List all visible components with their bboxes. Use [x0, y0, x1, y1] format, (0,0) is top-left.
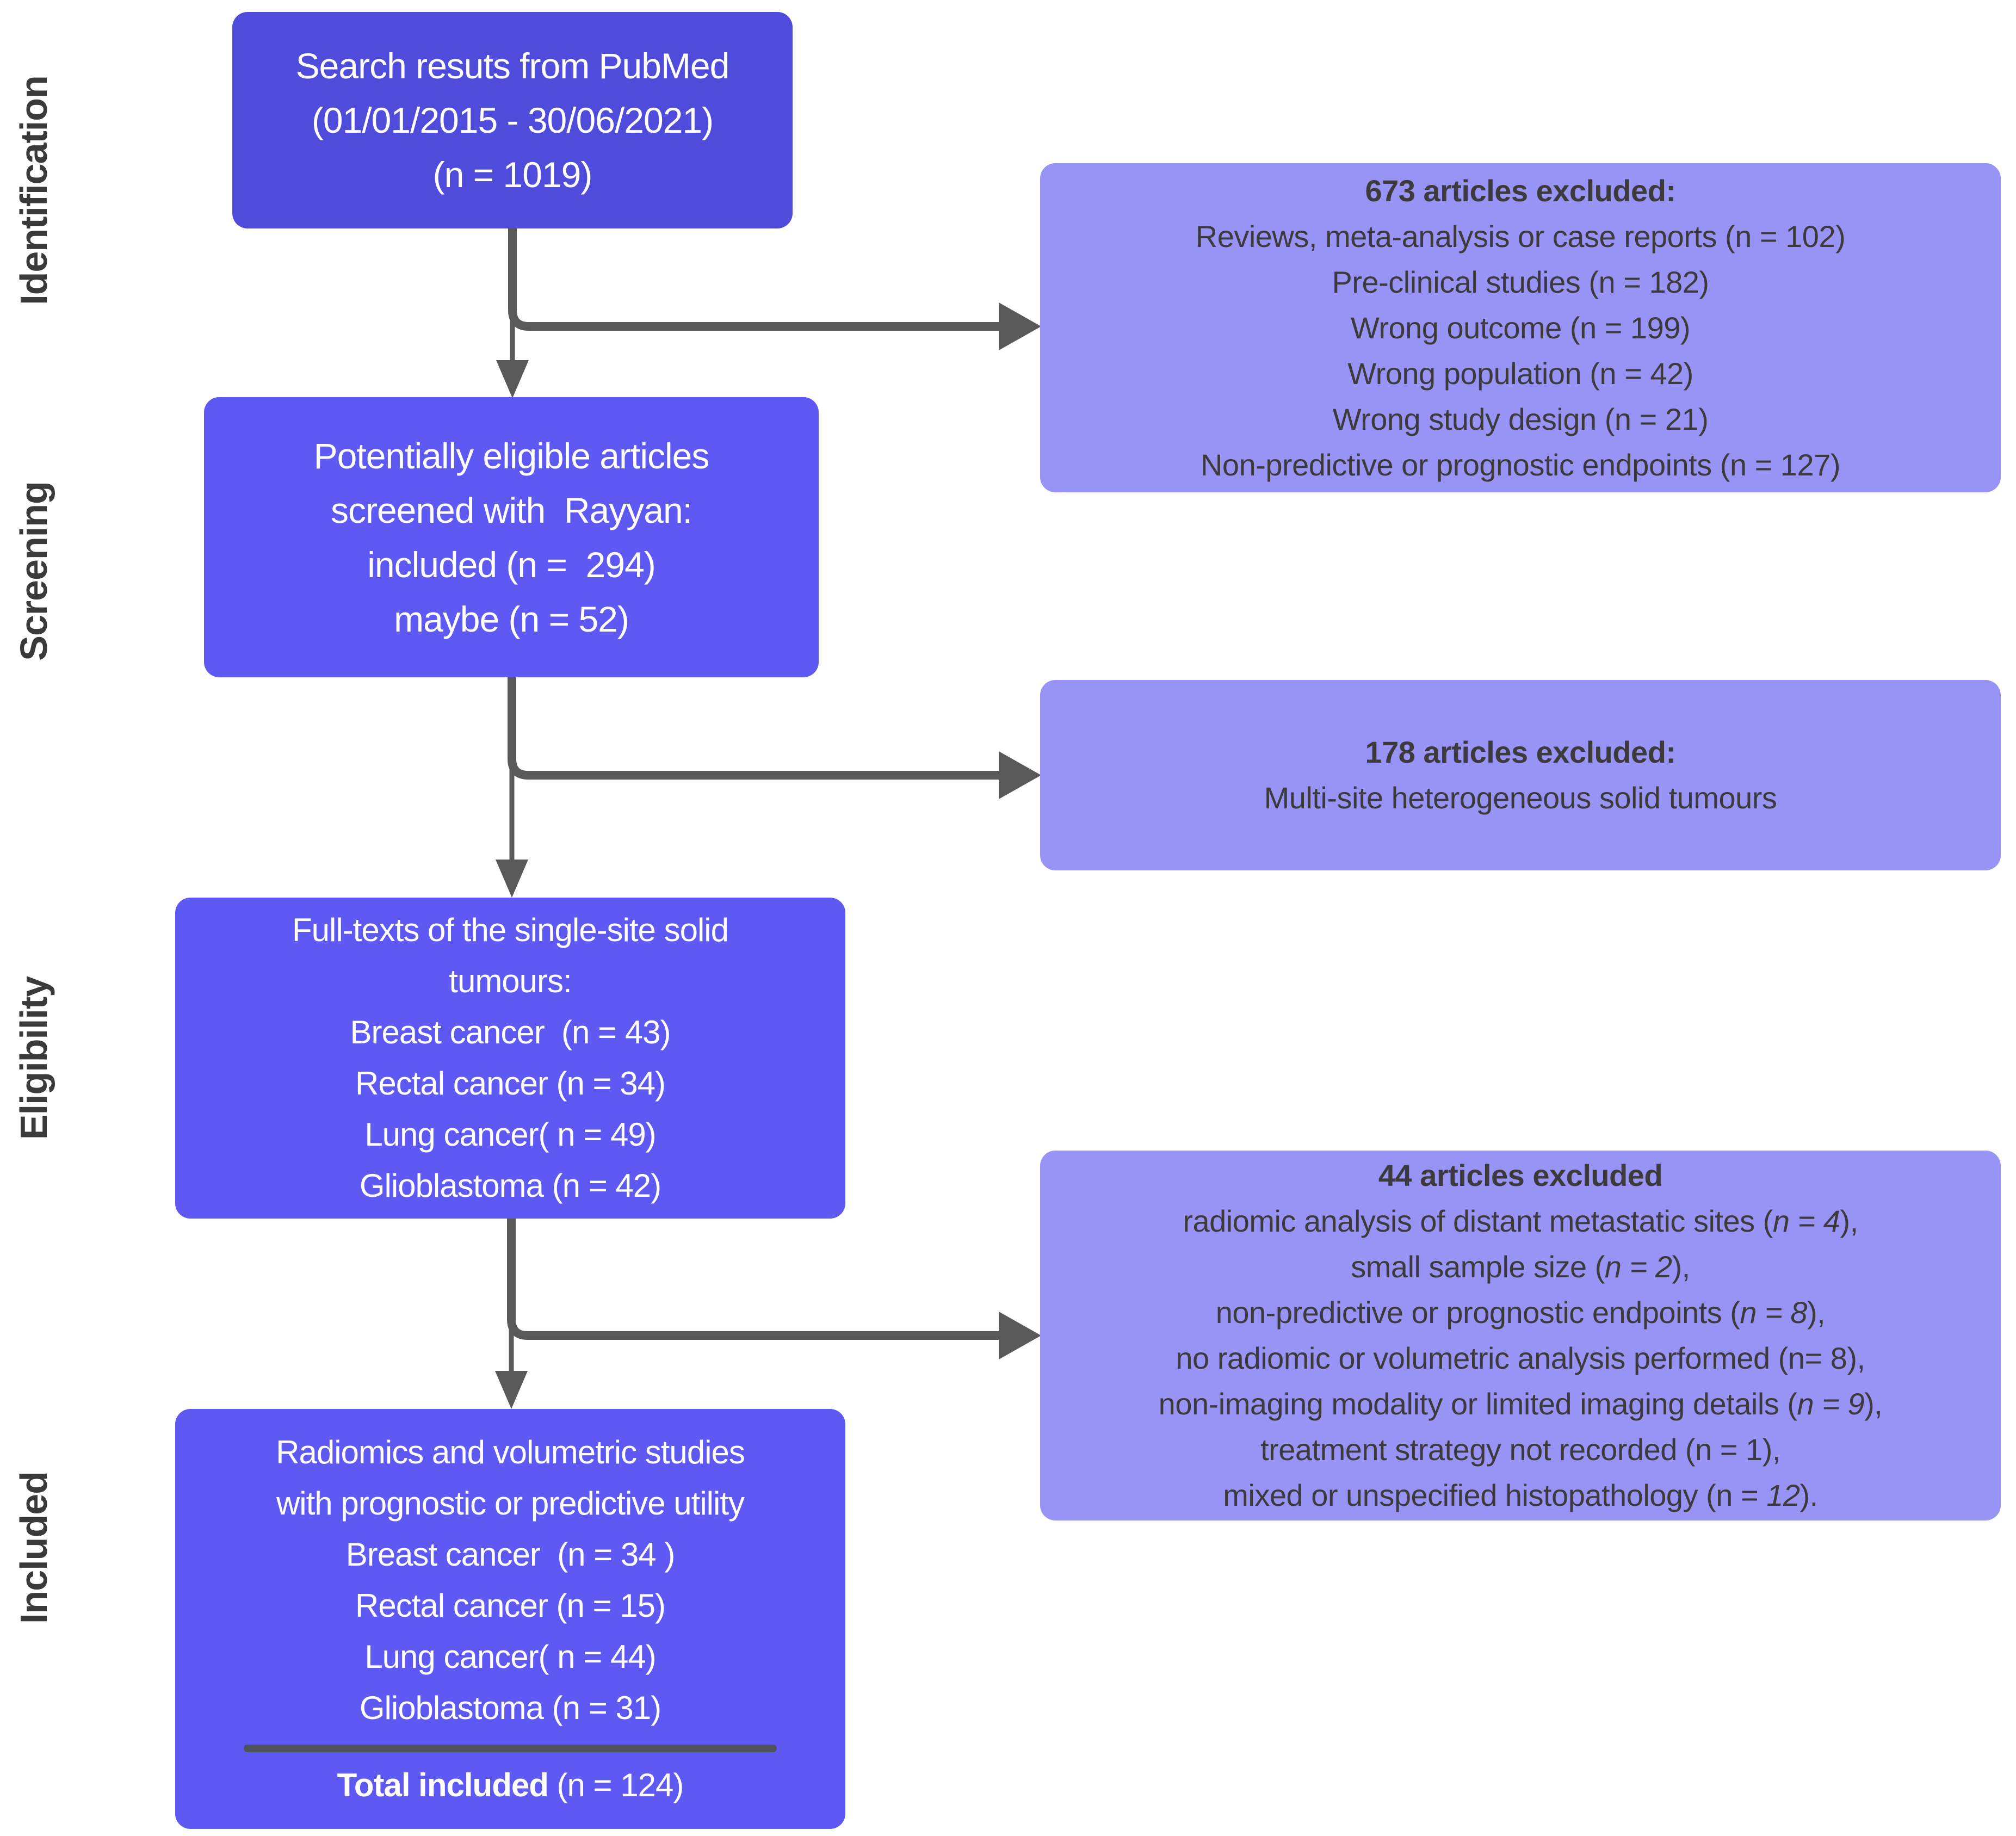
total-divider [244, 1745, 777, 1752]
excluded-line-text: ), [1840, 1204, 1858, 1238]
box-line: Radiomics and volumetric studies [276, 1434, 745, 1470]
box-line: Rectal cancer (n = 15) [355, 1587, 666, 1624]
box-line: screened with Rayyan: [330, 490, 692, 530]
box-line: Glioblastoma (n = 42) [359, 1167, 661, 1204]
excluded-line-text: ), [1672, 1250, 1691, 1284]
excluded-line: Multi-site heterogeneous solid tumours [1264, 781, 1777, 815]
excluded-line-italic: n = 8 [1740, 1295, 1808, 1330]
arrowhead-down-3-icon [495, 1371, 528, 1409]
excluded-line-text: ). [1799, 1478, 1819, 1512]
total-included-count: (n = 124) [548, 1767, 684, 1803]
box-screened-rayyan: Potentially eligible articles screened w… [204, 397, 819, 677]
box-line: (n = 1019) [432, 154, 593, 195]
excluded-header: 673 articles excluded: [1365, 173, 1676, 208]
excluded-line: non-predictive or prognostic endpoints (… [1216, 1290, 1826, 1336]
box-line: Rectal cancer (n = 34) [355, 1065, 666, 1102]
excluded-line: treatment strategy not recorded (n = 1), [1260, 1427, 1780, 1473]
box-line: Lung cancer( n = 44) [364, 1639, 656, 1675]
arrowhead-right-2-icon [999, 751, 1041, 799]
excluded-line: non-imaging modality or limited imaging … [1159, 1381, 1883, 1427]
arrowhead-right-3-icon [999, 1312, 1041, 1359]
total-included-label: Total included [337, 1767, 549, 1803]
excluded-line: Wrong population (n = 42) [1347, 356, 1693, 391]
excluded-line: mixed or unspecified histopathology (n =… [1223, 1473, 1818, 1518]
excluded-line: small sample size (n = 2), [1351, 1244, 1690, 1290]
excluded-line-text: treatment strategy not recorded (n = 1), [1260, 1432, 1780, 1467]
box-search-results: Search resuts from PubMed (01/01/2015 - … [232, 12, 793, 228]
excluded-line-text: non-imaging modality or limited imaging … [1158, 1387, 1797, 1421]
box-line: included (n = 294) [367, 544, 656, 585]
box-line: Full-texts of the single-site solid [292, 912, 729, 948]
excluded-line-italic: n = 9 [1797, 1387, 1865, 1421]
excluded-line-text: non-predictive or prognostic endpoints ( [1215, 1295, 1740, 1330]
excluded-header: 178 articles excluded: [1365, 735, 1676, 769]
excluded-line: Reviews, meta-analysis or case reports (… [1195, 219, 1846, 254]
arrowhead-down-2-icon [496, 860, 528, 898]
excluded-line-italic: n = 2 [1604, 1250, 1672, 1284]
box-line: maybe (n = 52) [394, 598, 629, 639]
excluded-line-text: radiomic analysis of distant metastatic … [1183, 1204, 1773, 1238]
box-line: Glioblastoma (n = 31) [359, 1690, 661, 1726]
box-line: with prognostic or predictive utility [276, 1485, 745, 1522]
excluded-line-text: small sample size ( [1351, 1250, 1605, 1284]
excluded-line: Wrong outcome (n = 199) [1350, 310, 1691, 345]
excluded-line-text: ), [1864, 1387, 1883, 1421]
excluded-line-italic: n = 4 [1772, 1204, 1840, 1238]
excluded-line-text: ), [1807, 1295, 1826, 1330]
connector-elbow-1 [508, 228, 999, 331]
arrowhead-down-1-icon [496, 360, 529, 398]
box-included-studies: Radiomics and volumetric studies with pr… [175, 1409, 845, 1829]
box-fulltexts: Full-texts of the single-site solid tumo… [175, 898, 845, 1219]
box-excluded-673: 673 articles excluded: Reviews, meta-ana… [1040, 163, 2001, 492]
box-excluded-44: 44 articles excluded radiomic analysis o… [1040, 1151, 2001, 1520]
box-line: Breast cancer (n = 43) [350, 1014, 671, 1050]
box-line: (01/01/2015 - 30/06/2021) [311, 100, 714, 140]
box-line: Lung cancer( n = 49) [364, 1116, 656, 1153]
stage-label-screening: Screening [13, 481, 55, 661]
excluded-line: radiomic analysis of distant metastatic … [1183, 1198, 1858, 1244]
excluded-line-italic: 12 [1766, 1478, 1800, 1512]
excluded-line: Pre-clinical studies (n = 182) [1332, 264, 1709, 299]
box-line: tumours: [449, 963, 572, 999]
stage-label-eligibility: Eligibility [13, 976, 55, 1140]
total-included-line: Total included (n = 124) [337, 1760, 684, 1811]
excluded-line-text: mixed or unspecified histopathology (n = [1223, 1478, 1767, 1512]
excluded-line: Wrong study design (n = 21) [1332, 401, 1709, 436]
stage-label-identification: Identification [13, 76, 55, 305]
stage-label-included: Included [13, 1472, 55, 1624]
excluded-line: Non-predictive or prognostic endpoints (… [1200, 447, 1841, 482]
excluded-header: 44 articles excluded [1378, 1158, 1663, 1192]
box-line: Breast cancer (n = 34 ) [345, 1536, 676, 1573]
box-excluded-178: 178 articles excluded: Multi-site hetero… [1040, 680, 2001, 870]
connector-elbow-2 [508, 677, 999, 780]
arrowhead-right-1-icon [999, 302, 1041, 350]
excluded-line-text: no radiomic or volumetric analysis perfo… [1176, 1341, 1865, 1375]
connector-elbow-3 [507, 1219, 999, 1340]
box-line: Potentially eligible articles [313, 435, 710, 476]
excluded-line: no radiomic or volumetric analysis perfo… [1176, 1336, 1865, 1381]
box-line: Search resuts from PubMed [295, 46, 730, 86]
